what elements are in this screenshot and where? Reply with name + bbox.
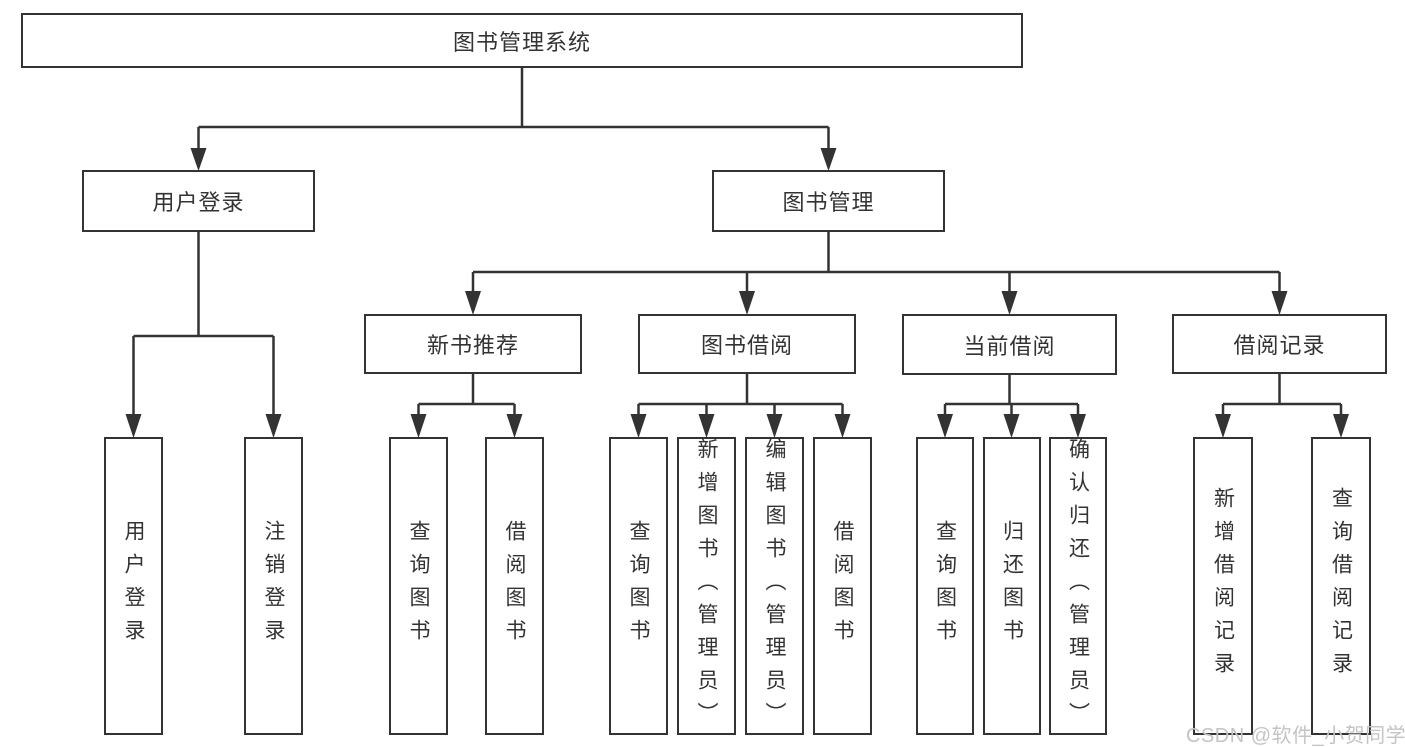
node-label: 新增图书（管理员） <box>695 437 718 735</box>
node-label: 图书管理系统 <box>452 29 591 55</box>
node-label: 查询图书 <box>407 520 430 652</box>
node-label: 查询图书 <box>627 520 650 652</box>
node-leaf-user-login: 用户登录 <box>104 437 163 735</box>
node-current-borrowing: 当前借阅 <box>902 314 1117 375</box>
node-borrow-records: 借阅记录 <box>1172 314 1387 374</box>
node-leaf-return-books: 归还图书 <box>983 437 1041 735</box>
node-library-management-system: 图书管理系统 <box>21 13 1023 68</box>
node-leaf-add-book-admin: 新增图书（管理员） <box>677 437 736 735</box>
node-label: 图书借阅 <box>700 333 793 358</box>
node-label: 查询图书 <box>933 520 957 652</box>
node-leaf-logout: 注销登录 <box>244 437 303 735</box>
node-new-book-recommend: 新书推荐 <box>364 314 582 374</box>
node-user-login: 用户登录 <box>82 170 315 232</box>
node-leaf-borrow-books: 借阅图书 <box>813 437 872 735</box>
node-label: 新增借阅记录 <box>1211 487 1235 685</box>
node-label: 借阅图书 <box>503 520 526 652</box>
node-label: 新书推荐 <box>426 333 519 358</box>
node-book-borrowing: 图书借阅 <box>638 314 856 374</box>
node-label: 归还图书 <box>1000 520 1024 652</box>
connector-root-to-level2 <box>197 68 830 149</box>
node-label: 编辑图书（管理员） <box>763 437 786 735</box>
connector-borrowing-to-leaves <box>637 374 844 416</box>
node-label: 借阅记录 <box>1233 333 1326 358</box>
node-label: 图书管理 <box>782 190 875 215</box>
connector-bookmgmt-to-level3 <box>471 232 1281 292</box>
node-leaf-query-books-borrowing: 查询图书 <box>609 437 668 735</box>
node-label: 查询借阅记录 <box>1329 487 1353 685</box>
node-leaf-query-borrow-record: 查询借阅记录 <box>1311 437 1371 735</box>
arrowheads <box>125 148 1349 438</box>
node-leaf-query-books-current: 查询图书 <box>916 437 974 735</box>
node-leaf-query-books-recommend: 查询图书 <box>389 437 448 735</box>
connector-userlogin-to-leaves <box>132 232 275 415</box>
node-label: 注销登录 <box>262 520 285 652</box>
connector-recommend-to-leaves <box>417 374 516 416</box>
node-leaf-add-borrow-record: 新增借阅记录 <box>1193 437 1253 735</box>
node-book-management: 图书管理 <box>712 170 945 232</box>
node-leaf-borrow-books-recommend: 借阅图书 <box>485 437 544 735</box>
node-label: 借阅图书 <box>831 520 854 652</box>
node-label: 用户登录 <box>152 190 245 215</box>
node-label: 用户登录 <box>122 520 145 652</box>
connector-current-to-leaves <box>943 375 1080 416</box>
node-leaf-edit-book-admin: 编辑图书（管理员） <box>745 437 804 735</box>
csdn-watermark: CSDN @软件_小贺同学 <box>1186 725 1405 747</box>
connector-records-to-leaves <box>1221 374 1343 416</box>
node-leaf-confirm-return-admin: 确认归还（管理员） <box>1049 437 1107 735</box>
node-label: 确认归还（管理员） <box>1066 437 1090 735</box>
node-label: 当前借阅 <box>963 333 1056 359</box>
